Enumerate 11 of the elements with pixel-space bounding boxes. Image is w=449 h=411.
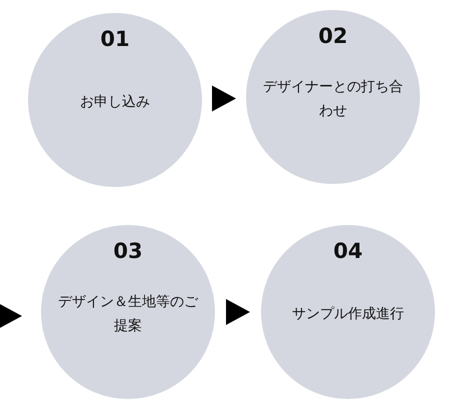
step-number: 03: [112, 239, 144, 263]
step-label: デザイナーとの打ち合わせ: [263, 78, 403, 121]
step-number: 04: [332, 239, 364, 263]
arrow: [0, 303, 22, 329]
step-label: サンプル作成進行: [291, 304, 405, 324]
arrow: [226, 299, 250, 325]
arrow: [212, 86, 236, 112]
step-label: デザイン＆生地等のご提案: [58, 292, 198, 336]
step-label: お申し込み: [79, 92, 151, 112]
step-number: 01: [99, 27, 131, 51]
step-number: 02: [317, 24, 349, 48]
